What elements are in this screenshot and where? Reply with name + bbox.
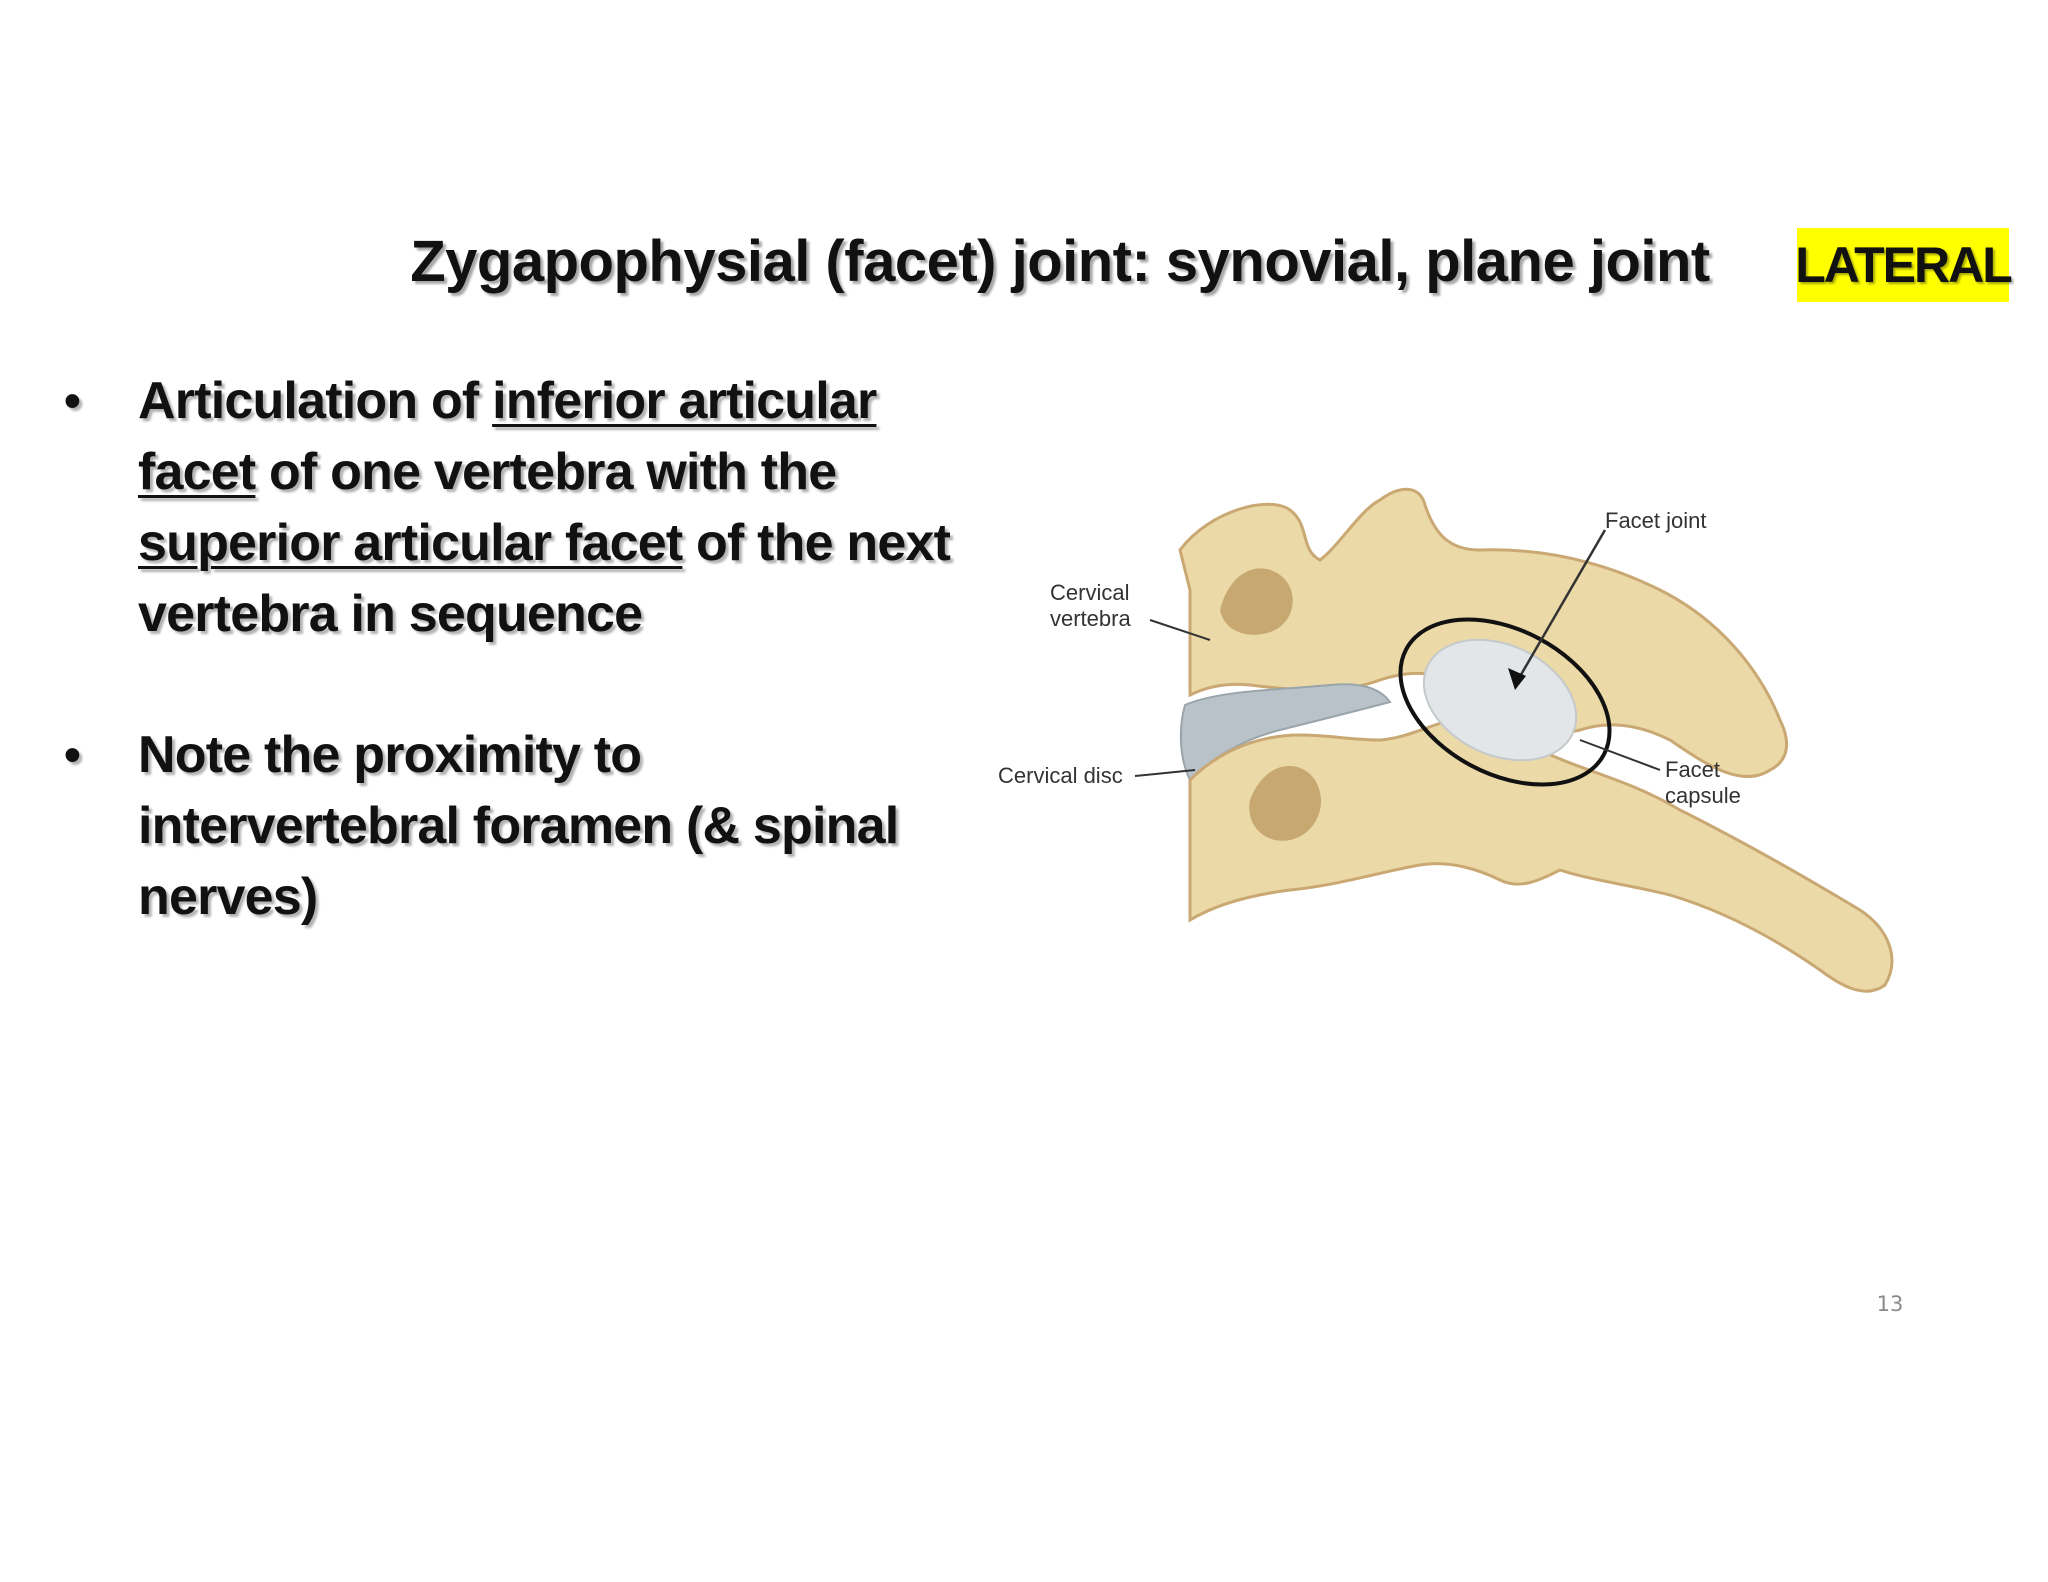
facet-joint-ring	[1398, 617, 1612, 787]
upper-vertebra	[1178, 487, 1789, 779]
bullet-text-part: Articulation of	[138, 372, 493, 430]
bullet-text-part: of the next vertebra in sequence	[138, 514, 951, 643]
bullet-text: Note the proximity to intervertebral for…	[138, 726, 899, 926]
facet-joint-leader	[1513, 529, 1607, 686]
bullet-text-part: of one vertebra with the	[255, 443, 837, 501]
arrow-head-icon	[1508, 668, 1526, 690]
label-cervical-vertebra-line2: vertebra	[1050, 606, 1131, 631]
upper-foramen-notch	[1220, 568, 1293, 635]
bullet-dot-icon: •	[64, 375, 81, 428]
label-cervical-disc: Cervical disc	[998, 763, 1123, 788]
page-number: 13	[1876, 1292, 1904, 1316]
underlined-term-inferior-articular-facet: inferior articular facet	[138, 372, 877, 501]
label-facet-joint: Facet joint	[1605, 508, 1707, 533]
label-facet-capsule-line2: capsule	[1665, 783, 1741, 808]
bullet-item-proximity: • Note the proximity to intervertebral f…	[60, 720, 960, 933]
slide-title: Zygapophysial (facet) joint: synovial, p…	[410, 229, 1710, 294]
bullet-list: • Articulation of inferior articular fac…	[60, 366, 960, 933]
label-cervical-vertebra-line1: Cervical	[1050, 580, 1129, 605]
bullet-item-articulation: • Articulation of inferior articular fac…	[60, 366, 960, 650]
bullet-dot-icon: •	[64, 729, 81, 782]
underlined-term-superior-articular-facet: superior articular facet	[138, 514, 683, 572]
facet-capsule	[1422, 638, 1578, 762]
facet-capsule-leader	[1579, 739, 1661, 771]
cervical-disc-leader	[1134, 769, 1196, 777]
lateral-badge: LATERAL	[1795, 228, 2013, 302]
lower-foramen-notch	[1249, 766, 1321, 841]
lower-vertebra	[1188, 713, 1894, 993]
cervical-vertebra-leader	[1149, 619, 1211, 641]
label-facet-capsule-line1: Facet	[1665, 757, 1720, 782]
cervical-facet-joint-illustration: Facet joint Cervical vertebra Cervical d…	[998, 487, 1894, 993]
